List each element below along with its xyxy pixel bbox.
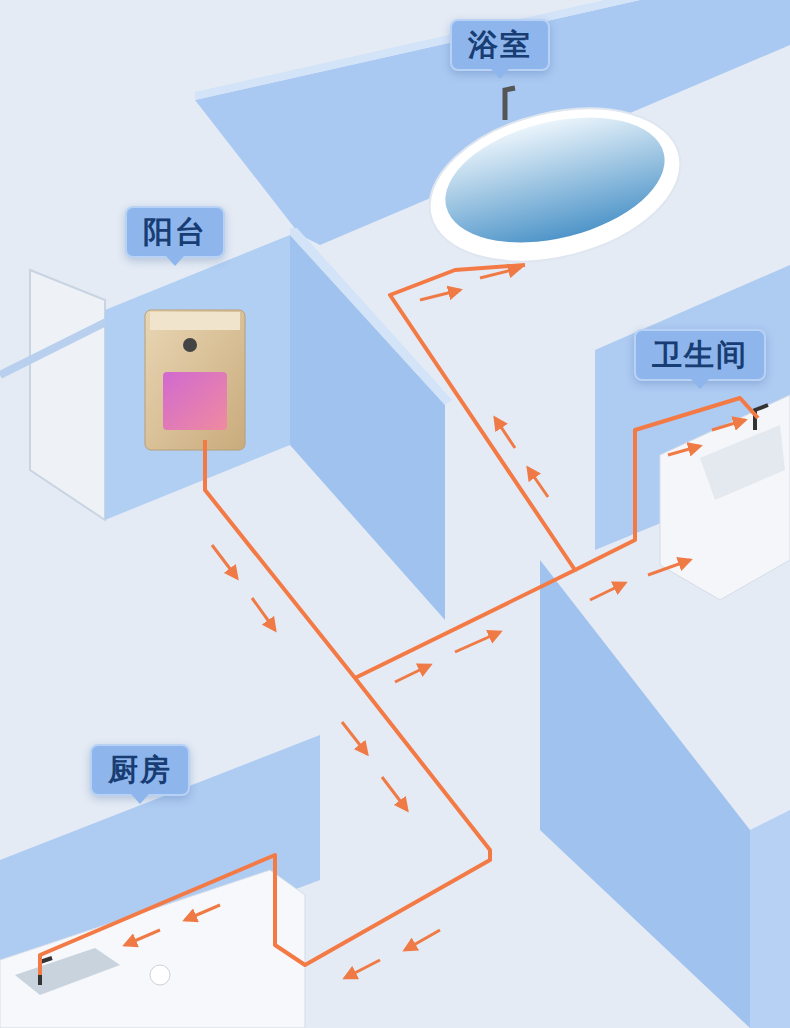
basin — [700, 425, 785, 500]
heater-knob — [183, 338, 197, 352]
bath-water — [432, 97, 677, 264]
flow-arrow — [480, 268, 520, 278]
wall-top — [290, 228, 452, 405]
balcony-wall — [105, 235, 290, 520]
flow-arrow — [395, 665, 430, 682]
flow-arrow — [342, 722, 367, 754]
flow-arrow — [668, 446, 700, 455]
bath-faucet — [505, 88, 515, 120]
flow-arrow — [185, 905, 220, 920]
flow-arrow — [212, 545, 237, 578]
flow-arrow — [528, 468, 548, 497]
flow-arrow — [495, 418, 515, 448]
room-tag: 阳台 — [125, 206, 225, 258]
balcony-door — [30, 270, 105, 520]
room-name: 浴室 — [468, 27, 532, 63]
hot-water-pipe — [355, 265, 575, 678]
flow-arrow — [382, 777, 407, 810]
kitchen-sink — [15, 948, 120, 995]
room-tag: 厨房 — [90, 744, 190, 796]
flow-arrow — [420, 290, 460, 300]
flow-arrow — [712, 420, 745, 430]
water-heater — [145, 310, 245, 450]
heater-screen — [163, 372, 227, 430]
railing — [0, 320, 110, 375]
right-wall — [540, 560, 750, 1028]
heater-top — [150, 312, 240, 330]
bathtub — [413, 84, 696, 286]
partition-wall — [290, 235, 445, 620]
flow-arrow — [405, 930, 440, 950]
room-name: 卫生间 — [652, 337, 748, 373]
room-tag: 浴室 — [450, 19, 550, 71]
hot-water-pipe — [575, 398, 758, 570]
hot-water-pipe — [40, 440, 490, 975]
flow-arrow — [590, 583, 625, 600]
flow-arrow — [455, 632, 500, 652]
drain — [150, 965, 170, 985]
kitchen-counter — [0, 870, 305, 1028]
flow-arrow — [648, 560, 690, 575]
wall-top — [195, 0, 640, 100]
flow-arrow — [125, 930, 160, 945]
flow-arrow — [345, 960, 380, 978]
room-name: 阳台 — [143, 214, 207, 250]
room-tag: 卫生间 — [634, 329, 766, 381]
right-wall — [750, 810, 790, 1028]
vanity — [660, 395, 790, 600]
room-name: 厨房 — [108, 752, 172, 788]
flow-arrow — [252, 598, 275, 630]
